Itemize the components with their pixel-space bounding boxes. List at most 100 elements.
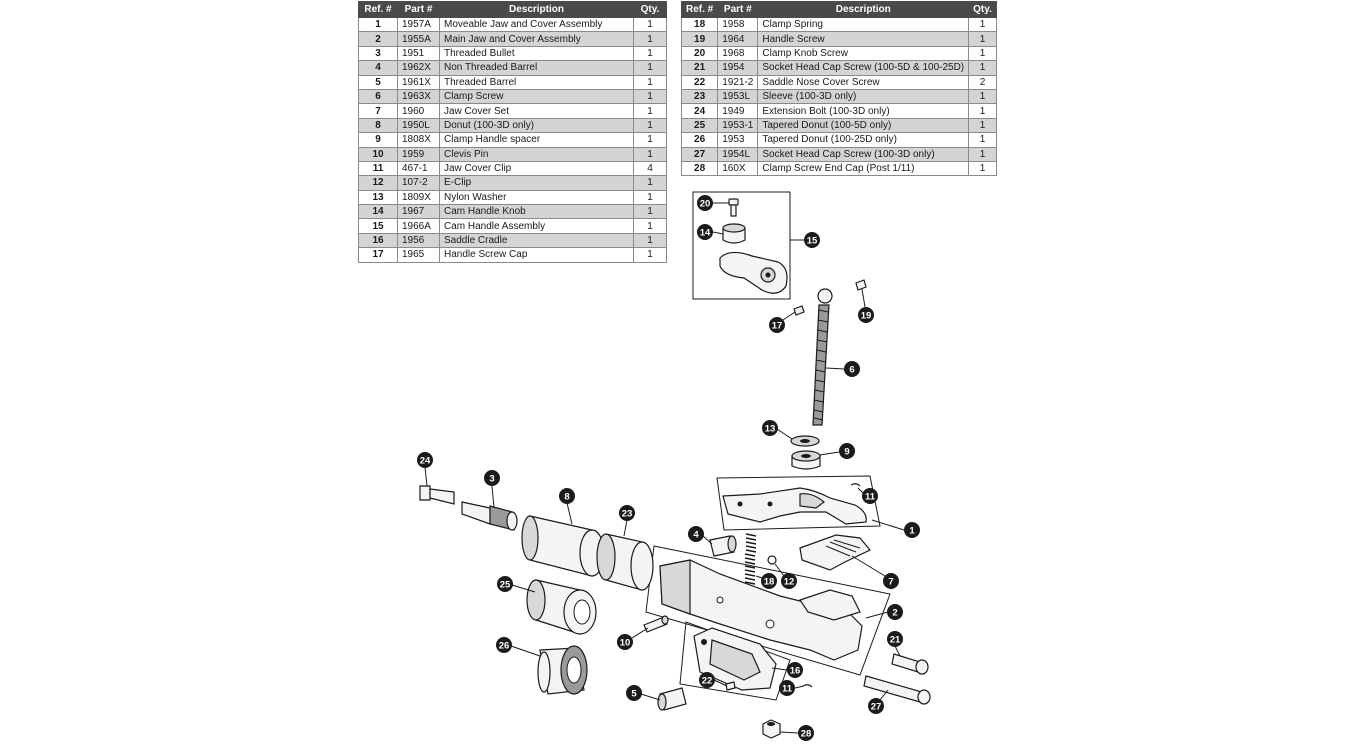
svg-text:7: 7 [888,577,893,588]
cell-ref: 14 [358,204,398,220]
cell-qty: 1 [633,232,667,249]
cell-ref: 25 [680,117,719,134]
main-jaw-inset-box [645,545,891,676]
callout-8: 8 [559,488,575,525]
svg-text:28: 28 [801,729,812,740]
cam-handle-knob-drawing [722,223,746,244]
cell-description: Non Threaded Barrel [439,60,634,76]
cell-part: 1954L [717,146,759,162]
cell-qty: 1 [633,88,667,105]
callout-20: 20 [697,195,729,211]
clamp-spring-drawing [744,533,757,585]
cell-qty: 1 [633,146,667,162]
svg-text:18: 18 [764,577,775,588]
clamp-handle-spacer-drawing [791,450,821,470]
cell-description: Handle Screw Cap [439,247,634,263]
svg-text:20: 20 [700,199,711,210]
nylon-washer-drawing [790,435,820,447]
svg-text:4: 4 [693,530,699,541]
callout-28: 28 [779,725,814,741]
cell-ref: 10 [358,146,398,162]
socket-head-cap-screw-drawing [891,653,929,675]
callout-10: 10 [617,627,649,650]
callout-16: 16 [771,662,803,678]
non-threaded-barrel-drawing [709,535,737,557]
callout-22: 22 [699,672,728,688]
cell-ref: 17 [358,247,398,263]
callout-3: 3 [484,470,500,509]
saddle-cradle-drawing [693,627,777,691]
callout-11-lower: 11 [779,680,805,696]
cell-part: 1963X [397,88,440,105]
svg-text:3: 3 [489,474,494,485]
main-jaw-drawing [659,559,863,661]
cell-part: 1955A [397,31,440,47]
svg-text:23: 23 [622,509,633,520]
callout-18: 18 [755,573,777,589]
callout-26: 26 [496,637,541,657]
callout-23: 23 [619,505,635,537]
cell-description: Socket Head Cap Screw (100-3D only) [757,146,970,162]
callouts: 1 2 3 4 5 6 7 8 9 10 11 11 12 13 14 15 1… [417,195,920,741]
cell-description: Socket Head Cap Screw (100-5D & 100-25D) [757,60,970,76]
cell-ref: 20 [680,45,719,62]
tapered-donut-5d-drawing [526,579,597,635]
sleeve-drawing [596,533,654,591]
callout-17: 17 [769,311,796,333]
svg-text:21: 21 [890,635,901,646]
callout-5: 5 [626,685,661,701]
header-description: Description [439,1,634,18]
cell-description: Saddle Cradle [439,232,634,249]
svg-text:14: 14 [700,228,711,239]
svg-text:5: 5 [631,689,637,700]
callout-21: 21 [887,631,903,657]
cell-part: 1954 [717,60,759,76]
socket-head-cap-screw-long-drawing [863,675,931,705]
cell-ref: 19 [680,31,719,47]
svg-text:15: 15 [807,236,818,247]
callout-12: 12 [774,563,797,589]
svg-text:19: 19 [861,311,872,322]
svg-text:8: 8 [564,492,569,503]
svg-text:22: 22 [702,676,713,687]
extension-bolt-drawing [419,485,455,505]
cell-description: Clamp Screw End Cap (Post 1/11) [757,160,970,177]
svg-text:26: 26 [499,641,510,652]
cam-handle-inset-box [692,191,791,300]
svg-text:13: 13 [765,424,776,435]
cell-qty: 1 [968,31,997,47]
svg-text:24: 24 [420,456,431,467]
header-description: Description [757,1,970,18]
handle-screw-cap-drawing [793,305,805,316]
svg-text:1: 1 [909,526,915,537]
callout-2: 2 [865,604,903,620]
callout-15: 15 [790,232,820,248]
svg-text:10: 10 [620,638,631,649]
svg-text:25: 25 [500,580,511,591]
cell-description: Main Jaw and Cover Assembly [439,31,634,47]
jaw-cover-set-drawing [799,534,871,571]
cell-ref: 6 [358,88,398,105]
cell-description: Clamp Screw [439,88,634,105]
cell-qty: 1 [968,132,997,148]
cell-part: 1956 [397,232,440,249]
cell-part: 1964 [717,31,759,47]
svg-text:17: 17 [772,321,783,332]
cell-qty: 1 [968,160,997,177]
cell-description: Handle Screw [757,31,970,47]
svg-text:6: 6 [849,365,854,376]
svg-text:2: 2 [892,608,897,619]
jaw-cover-clip-drawing [850,483,861,487]
